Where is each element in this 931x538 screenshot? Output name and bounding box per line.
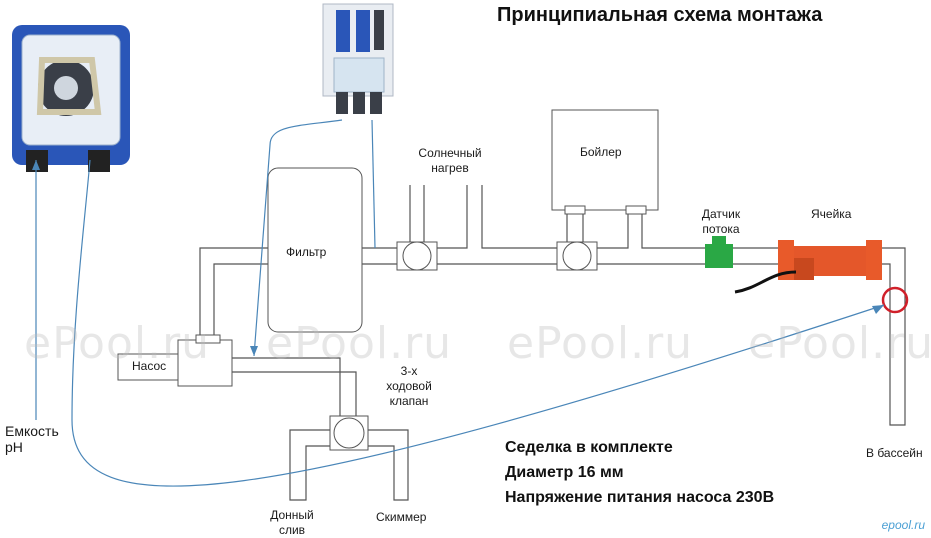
corner-logo: epool.ru: [881, 518, 925, 532]
page-title: Принципиальная схема монтажа: [497, 4, 823, 26]
note-line: Седелка в комплекте: [505, 439, 673, 456]
watermark: ePool.ru: [507, 318, 694, 369]
watermark: ePool.ru: [24, 318, 211, 369]
label-solar-line2: нагрев: [431, 161, 469, 175]
label-tank: Емкость pH: [5, 423, 59, 455]
label-tank-line2: pH: [5, 439, 23, 455]
watermark: ePool.ru: [266, 318, 453, 369]
valve-solar: [396, 241, 438, 271]
valve-3way: [329, 415, 369, 451]
label-valve-line2: ходовой: [386, 379, 432, 393]
label-drain-line1: Донный: [270, 508, 314, 522]
label-sensor: Датчик потока: [694, 207, 748, 237]
label-cell: Ячейка: [811, 207, 852, 221]
label-drain: Донный слив: [262, 508, 322, 538]
filter-tank: [267, 167, 363, 333]
dosing-tubes: [35, 119, 885, 487]
valve-boiler: [556, 241, 598, 271]
label-filter: Фильтр: [286, 245, 327, 259]
notes-block: Седелка в комплекте Диаметр 16 мм Напряж…: [505, 435, 774, 510]
watermark: ePool.ru: [748, 318, 931, 369]
boiler-fitting: [564, 205, 586, 215]
label-valve-line1: 3-х: [400, 364, 418, 378]
label-solar: Солнечный нагрев: [408, 146, 492, 176]
pipe-network: [199, 185, 906, 501]
dosing-pump-image: [12, 25, 130, 172]
label-pump: Насос: [132, 359, 167, 373]
boiler-fitting: [625, 205, 647, 215]
controller-image: [322, 3, 394, 114]
label-drain-line2: слив: [278, 523, 306, 537]
label-sensor-line2: потока: [702, 222, 740, 236]
label-skimmer: Скиммер: [376, 510, 427, 524]
flow-sensor: [705, 236, 733, 268]
label-valve: 3-х ходовой клапан: [376, 364, 442, 409]
boiler-box: [551, 109, 659, 211]
tube-arrows: [32, 160, 884, 356]
pump-unit: [117, 334, 233, 387]
injection-point-highlight: [881, 286, 909, 314]
label-pool: В бассейн: [866, 446, 923, 460]
label-valve-line3: клапан: [389, 394, 429, 408]
note-line: Диаметр 16 мм: [505, 464, 624, 481]
label-boiler: Бойлер: [580, 145, 622, 159]
label-tank-line1: Емкость: [5, 423, 59, 439]
note-line: Напряжение питания насоса 230В: [505, 489, 775, 506]
electrolysis-cell: [734, 240, 882, 294]
label-sensor-line1: Датчик: [701, 207, 741, 221]
label-solar-line1: Солнечный: [418, 146, 482, 160]
